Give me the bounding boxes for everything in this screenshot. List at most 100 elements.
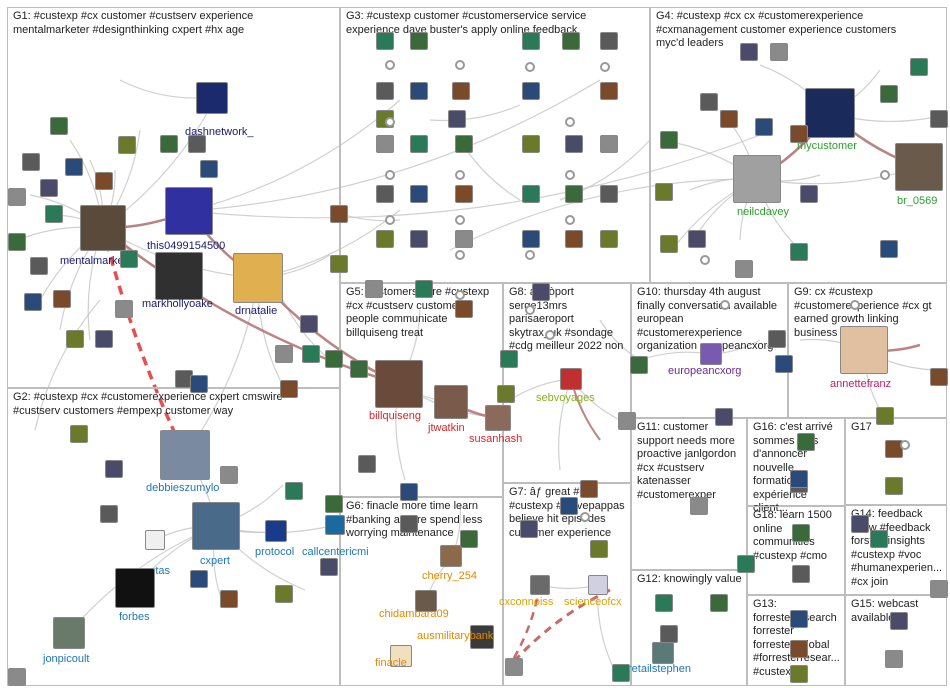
node-avatar[interactable] (700, 93, 718, 111)
node-avatar[interactable] (415, 280, 433, 298)
node-avatar[interactable] (220, 466, 238, 484)
node-avatar[interactable] (688, 230, 706, 248)
node-avatar[interactable] (95, 330, 113, 348)
node-avatar[interactable] (600, 185, 618, 203)
node-scienceofcx[interactable] (588, 575, 608, 595)
node-avatar[interactable] (755, 118, 773, 136)
node-avatar[interactable] (330, 205, 348, 223)
node-avatar[interactable] (890, 612, 908, 630)
node-avatar[interactable] (740, 43, 758, 61)
node-avatar[interactable] (376, 32, 394, 50)
node-retailstephen[interactable] (652, 642, 674, 664)
node-avatar[interactable] (65, 158, 83, 176)
node-avatar[interactable] (160, 135, 178, 153)
node-avatar[interactable] (105, 460, 123, 478)
node-avatar[interactable] (660, 131, 678, 149)
node-avatar[interactable] (885, 477, 903, 495)
node-neilcdavey[interactable] (733, 155, 781, 203)
node-avatar[interactable] (630, 356, 648, 374)
node-avatar[interactable] (790, 665, 808, 683)
node-avatar[interactable] (792, 565, 810, 583)
node-avatar[interactable] (410, 32, 428, 50)
node-avatar[interactable] (580, 480, 598, 498)
node-avatar[interactable] (660, 625, 678, 643)
node-ausmilitarybank[interactable] (470, 625, 494, 649)
node-avatar[interactable] (710, 594, 728, 612)
node-avatar[interactable] (53, 290, 71, 308)
node-avatar[interactable] (737, 555, 755, 573)
node-cxpert[interactable] (192, 502, 240, 550)
node-avatar[interactable] (500, 350, 518, 368)
node-mentalmarketer[interactable] (80, 205, 126, 251)
node-avatar[interactable] (885, 650, 903, 668)
node-finacle[interactable] (390, 645, 412, 667)
node-avatar[interactable] (280, 380, 298, 398)
node-avatar[interactable] (8, 233, 26, 251)
node-avatar[interactable] (560, 497, 578, 515)
node-drnatalie[interactable] (233, 253, 283, 303)
node-avatar[interactable] (285, 482, 303, 500)
node-avatar[interactable] (792, 524, 810, 542)
node-avatar[interactable] (376, 185, 394, 203)
node-avatar[interactable] (302, 345, 320, 363)
node-billquiseng[interactable] (375, 360, 423, 408)
node-avatar[interactable] (522, 185, 540, 203)
node-avatar[interactable] (460, 530, 478, 548)
node-avatar[interactable] (522, 82, 540, 100)
node-avatar[interactable] (618, 412, 636, 430)
node-jonpicoult[interactable] (53, 617, 85, 649)
node-cxconnoisseur[interactable] (530, 575, 550, 595)
node-avatar[interactable] (768, 330, 786, 348)
node-avatar[interactable] (880, 85, 898, 103)
node-avatar[interactable] (565, 185, 583, 203)
node-susanhash[interactable] (485, 405, 511, 431)
node-avatar[interactable] (930, 368, 948, 386)
node-avatar[interactable] (522, 32, 540, 50)
node-avatar[interactable] (720, 110, 738, 128)
node-avatar[interactable] (376, 230, 394, 248)
node-mycustomer[interactable] (805, 88, 855, 138)
node-avatar[interactable] (655, 183, 673, 201)
node-avatar[interactable] (790, 470, 808, 488)
node-avatar[interactable] (455, 300, 473, 318)
node-avatar[interactable] (376, 82, 394, 100)
node-avatar[interactable] (118, 136, 136, 154)
node-qantas[interactable] (145, 530, 165, 550)
node-avatar[interactable] (870, 530, 888, 548)
node-avatar[interactable] (797, 433, 815, 451)
node-avatar[interactable] (115, 300, 133, 318)
node-avatar[interactable] (735, 260, 753, 278)
node-avatar[interactable] (120, 250, 138, 268)
node-avatar[interactable] (200, 160, 218, 178)
node-avatar[interactable] (95, 172, 113, 190)
node-avatar[interactable] (790, 640, 808, 658)
node-avatar[interactable] (455, 135, 473, 153)
node-avatar[interactable] (770, 43, 788, 61)
node-avatar[interactable] (50, 117, 68, 135)
node-avatar[interactable] (880, 240, 898, 258)
node-avatar[interactable] (100, 505, 118, 523)
node-avatar[interactable] (851, 515, 869, 533)
node-avatar[interactable] (455, 185, 473, 203)
node-avatar[interactable] (790, 125, 808, 143)
node-avatar[interactable] (790, 243, 808, 261)
node-protocol[interactable] (265, 520, 287, 542)
node-avatar[interactable] (188, 135, 206, 153)
node-avatar[interactable] (910, 58, 928, 76)
node-jtwatkin[interactable] (434, 385, 468, 419)
node-avatar[interactable] (410, 230, 428, 248)
node-avatar[interactable] (600, 135, 618, 153)
node-chidambara09[interactable] (415, 590, 437, 612)
node-dashnetwork[interactable] (196, 82, 228, 114)
node-avatar[interactable] (350, 360, 368, 378)
node-avatar[interactable] (600, 82, 618, 100)
node-avatar[interactable] (655, 594, 673, 612)
node-avatar[interactable] (600, 32, 618, 50)
node-avatar[interactable] (520, 520, 538, 538)
node-avatar[interactable] (45, 205, 63, 223)
node-avatar[interactable] (800, 185, 818, 203)
node-avatar[interactable] (690, 497, 708, 515)
node-avatar[interactable] (275, 585, 293, 603)
node-avatar[interactable] (660, 235, 678, 253)
node-avatar[interactable] (376, 135, 394, 153)
